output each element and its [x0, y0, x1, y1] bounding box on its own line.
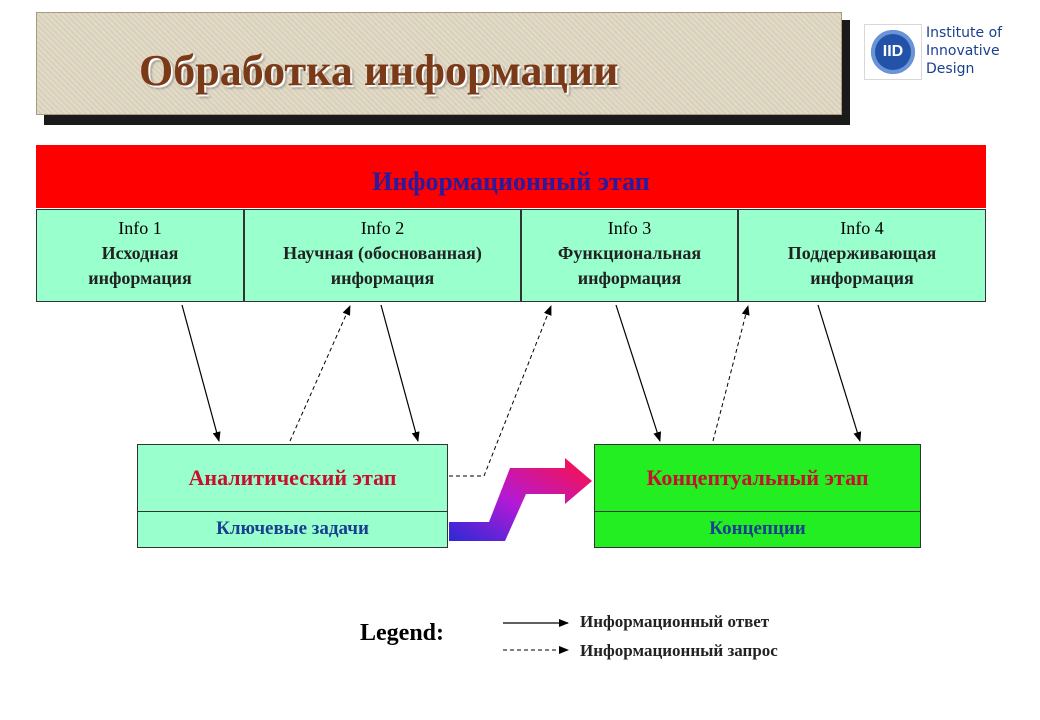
- legend-title: Legend:: [360, 620, 444, 646]
- response-arrow: [181, 304, 221, 442]
- info-box-id: Info 3: [607, 218, 652, 238]
- info-box-desc: Исходная информация: [88, 243, 192, 288]
- request-arrow: [712, 305, 750, 442]
- title-banner: Обработка информации: [36, 12, 842, 115]
- info-box-id: Info 1: [118, 218, 162, 238]
- analytic-stage-title: Аналитический этап: [138, 445, 447, 512]
- response-arrow: [615, 304, 662, 442]
- iid-logo: IID: [864, 24, 922, 80]
- concept-stage-title: Концептуальный этап: [595, 445, 920, 512]
- logo-mark: IID: [871, 30, 915, 74]
- info-box-desc: Научная (обоснованная) информация: [283, 243, 482, 288]
- concept-stage-subtitle: Концепции: [709, 518, 806, 539]
- info-box-3: Info 3 Функциональная информация: [521, 209, 738, 302]
- legend-response-label: Информационный ответ: [580, 612, 770, 631]
- flow-arrow: [449, 458, 592, 541]
- request-arrow: [449, 305, 552, 477]
- information-stage-label: Информационный этап: [372, 167, 650, 196]
- info-box-4: Info 4 Поддерживающая информация: [738, 209, 986, 302]
- info-box-1: Info 1 Исходная информация: [36, 209, 244, 302]
- analytic-stage-subtitle: Ключевые задачи: [216, 518, 369, 539]
- info-box-2: Info 2 Научная (обоснованная) информация: [244, 209, 521, 302]
- analytic-stage-box: Аналитический этап Ключевые задачи: [137, 444, 448, 548]
- request-arrow: [289, 305, 351, 442]
- info-box-id: Info 2: [360, 218, 405, 238]
- response-arrow: [380, 304, 420, 442]
- response-arrow: [817, 304, 862, 442]
- information-stage-bar: Информационный этап: [36, 145, 986, 208]
- legend-request-label: Информационный запрос: [580, 641, 778, 660]
- info-box-id: Info 4: [840, 218, 884, 238]
- info-box-desc: Поддерживающая информация: [787, 243, 937, 288]
- info-box-desc: Функциональная информация: [557, 243, 702, 288]
- concept-stage-box: Концептуальный этап Концепции: [594, 444, 921, 548]
- logo-text: Institute of Innovative Design: [926, 25, 1003, 77]
- slide-title: Обработка информации: [139, 46, 619, 95]
